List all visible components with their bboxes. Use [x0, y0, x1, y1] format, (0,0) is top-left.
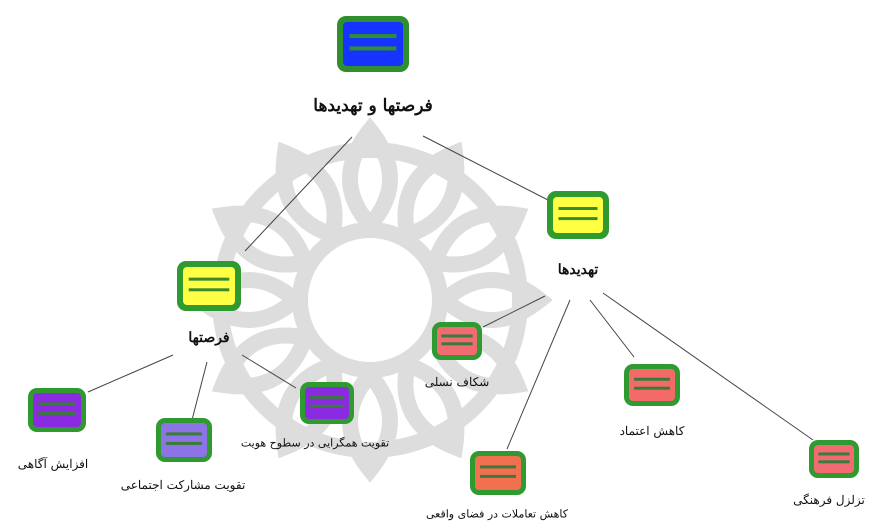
- node-icon-bar: [818, 460, 850, 464]
- watermark-petal: [424, 205, 529, 273]
- label-opportunities: فرصتها: [188, 330, 230, 346]
- node-icon-bar: [309, 395, 345, 399]
- label-awareness: افزایش آگاهی: [17, 457, 89, 471]
- nodes: [28, 16, 859, 495]
- label-root: فرصتها و تهدیدها: [313, 96, 433, 116]
- node-trust: [624, 364, 680, 406]
- edge-root-to-threats: [422, 135, 549, 201]
- node-generation-gap: [432, 322, 482, 360]
- node-icon-bar: [558, 207, 598, 211]
- edge-threats-to-generation_gap: [482, 295, 546, 328]
- node-icon-bar: [818, 452, 850, 456]
- node-icon-bar: [38, 411, 76, 415]
- node-icon-bar: [441, 342, 473, 346]
- node-icon-bar: [349, 46, 397, 51]
- rosette-watermark: [187, 117, 553, 483]
- node-icon-bar: [634, 386, 670, 390]
- watermark-petal: [211, 327, 316, 395]
- node-fill: [629, 369, 675, 401]
- label-real-interactions: کاهش تعاملات در فضای واقعی: [425, 507, 569, 521]
- node-icon-bar: [166, 432, 202, 436]
- edge-opportunities-to-awareness: [87, 354, 174, 393]
- node-icon-bar: [166, 441, 202, 445]
- edge-threats-to-trust: [589, 299, 635, 358]
- edge-root-to-opportunities: [244, 136, 353, 252]
- node-fill: [437, 327, 477, 355]
- node-threats: [547, 191, 609, 239]
- node-icon-bar: [188, 288, 230, 292]
- label-generation-gap: شکاف نسلی: [424, 375, 490, 389]
- node-icon-bar: [309, 404, 345, 408]
- watermark-petal: [211, 205, 316, 273]
- node-fill: [183, 267, 235, 305]
- watermark-petal: [275, 141, 343, 246]
- node-real-interactions: [470, 451, 526, 495]
- edge-threats-to-cultural: [602, 292, 814, 441]
- node-convergence: [300, 382, 354, 424]
- node-icon-bar: [480, 465, 516, 469]
- label-trust: کاهش اعتماد: [619, 424, 685, 438]
- node-fill: [33, 393, 81, 427]
- edge-opportunities-to-participation: [191, 361, 208, 421]
- watermark-petal: [397, 354, 465, 459]
- watermark-petal: [342, 117, 398, 238]
- node-icon-bar: [558, 217, 598, 221]
- node-icon-bar: [634, 377, 670, 381]
- label-cultural: تزلزل فرهنگی: [793, 493, 865, 507]
- edge-opportunities-to-convergence: [241, 354, 297, 389]
- node-fill: [553, 197, 603, 233]
- node-icon-bar: [441, 334, 473, 338]
- node-fill: [343, 22, 403, 66]
- label-threats: تهدیدها: [557, 262, 599, 278]
- node-icon-bar: [188, 277, 230, 281]
- node-cultural: [809, 440, 859, 478]
- node-opportunities: [177, 261, 241, 311]
- node-root: [337, 16, 409, 72]
- node-icon-bar: [38, 402, 76, 406]
- node-icon-bar: [480, 474, 516, 478]
- node-fill: [475, 456, 521, 490]
- node-fill: [161, 423, 207, 457]
- label-convergence: تقویت همگرایی در سطوح هویت: [240, 436, 390, 450]
- node-fill: [305, 387, 349, 419]
- node-participation: [156, 418, 212, 462]
- edge-threats-to-real_interactions: [506, 299, 571, 450]
- label-participation: تقویت مشارکت اجتماعی: [120, 478, 246, 492]
- watermark-petal: [432, 272, 553, 328]
- node-fill: [814, 445, 854, 473]
- node-icon-bar: [349, 34, 397, 39]
- node-awareness: [28, 388, 86, 432]
- edges: [87, 135, 814, 450]
